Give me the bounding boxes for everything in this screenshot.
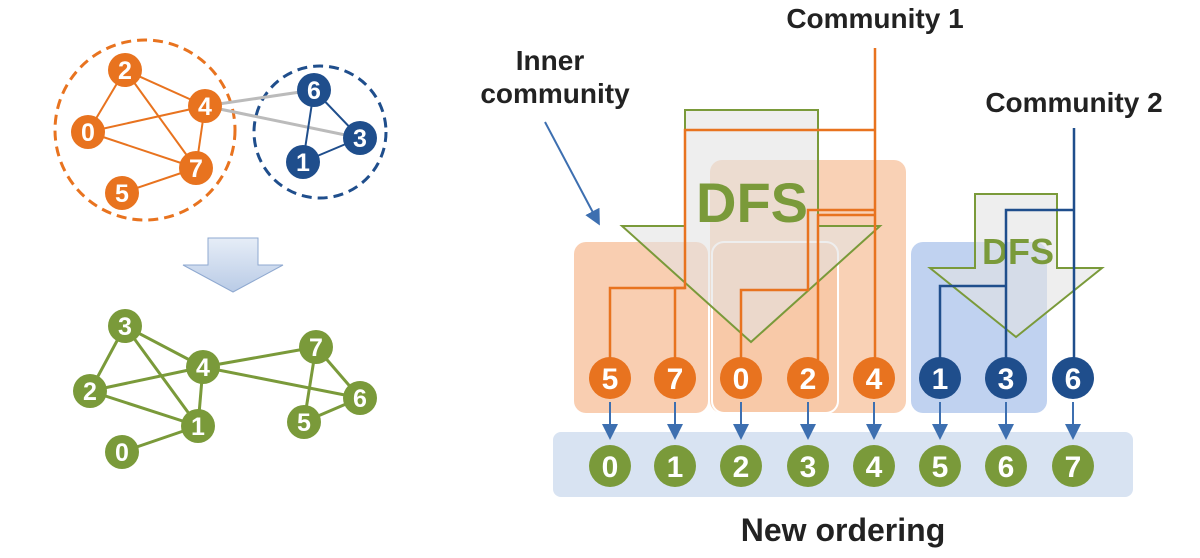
svg-text:1: 1 bbox=[296, 149, 310, 177]
new-node-1: 1 bbox=[654, 445, 696, 487]
edge-0-4 bbox=[87, 105, 206, 133]
new-node-6: 6 bbox=[985, 445, 1027, 487]
original-graph: 2 4 0 7 5 6 3 1 bbox=[53, 38, 388, 222]
node-g-6: 6 bbox=[343, 381, 377, 415]
old-node-5: 5 bbox=[589, 357, 631, 399]
old-node-4: 4 bbox=[853, 357, 895, 399]
community-1-tree bbox=[608, 48, 877, 360]
old-node-1: 1 bbox=[919, 357, 961, 399]
edge-0-7 bbox=[87, 131, 197, 169]
svg-text:4: 4 bbox=[198, 93, 212, 121]
dfs-label-large: DFS bbox=[696, 171, 808, 234]
new-ordering-bar bbox=[553, 432, 1133, 497]
community-2-boundary bbox=[252, 64, 388, 200]
new-node-5: 5 bbox=[919, 445, 961, 487]
svg-text:2: 2 bbox=[733, 451, 750, 484]
svg-text:6: 6 bbox=[998, 451, 1015, 484]
svg-text:2: 2 bbox=[83, 378, 97, 406]
svg-text:1: 1 bbox=[667, 451, 684, 484]
node-g-2: 2 bbox=[73, 374, 107, 408]
inner-community-pointer bbox=[544, 121, 600, 226]
node-g-5: 5 bbox=[287, 405, 321, 439]
dfs-label-small: DFS bbox=[982, 231, 1054, 272]
svg-text:6: 6 bbox=[353, 385, 367, 413]
svg-text:7: 7 bbox=[667, 363, 684, 396]
svg-text:2: 2 bbox=[800, 363, 817, 396]
node-7: 7 bbox=[179, 151, 213, 185]
community-2-tree bbox=[938, 128, 1076, 360]
mapping-arrows bbox=[602, 402, 1081, 440]
svg-text:0: 0 bbox=[602, 451, 619, 484]
community-2-label: Community 2 bbox=[985, 87, 1162, 118]
svg-text:4: 4 bbox=[196, 354, 210, 382]
svg-text:2: 2 bbox=[118, 57, 132, 85]
community-1-boundary bbox=[53, 38, 237, 222]
svg-text:7: 7 bbox=[1065, 451, 1082, 484]
svg-text:0: 0 bbox=[115, 439, 129, 467]
svg-text:3: 3 bbox=[118, 313, 132, 341]
reordered-graph: 3 4 7 2 6 1 5 0 bbox=[73, 309, 377, 469]
svg-text:4: 4 bbox=[866, 363, 883, 396]
node-3: 3 bbox=[343, 121, 377, 155]
node-g-7: 7 bbox=[299, 330, 333, 364]
old-node-3: 3 bbox=[985, 357, 1027, 399]
svg-text:3: 3 bbox=[800, 451, 817, 484]
svg-text:3: 3 bbox=[998, 363, 1015, 396]
down-arrow-icon bbox=[182, 237, 284, 293]
node-4: 4 bbox=[188, 89, 222, 123]
svg-text:3: 3 bbox=[353, 125, 367, 153]
svg-text:6: 6 bbox=[307, 77, 321, 105]
node-g-1: 1 bbox=[181, 409, 215, 443]
edge-g-4-6 bbox=[202, 365, 361, 400]
edge-4-3 bbox=[204, 104, 361, 140]
new-node-2: 2 bbox=[720, 445, 762, 487]
node-5: 5 bbox=[105, 176, 139, 210]
dfs-arrow-small bbox=[927, 193, 1105, 339]
svg-text:7: 7 bbox=[309, 334, 323, 362]
new-node-3: 3 bbox=[787, 445, 829, 487]
community-1-label: Community 1 bbox=[786, 3, 963, 34]
node-0: 0 bbox=[71, 115, 105, 149]
svg-text:5: 5 bbox=[932, 451, 949, 484]
old-node-7: 7 bbox=[654, 357, 696, 399]
node-g-4: 4 bbox=[186, 350, 220, 384]
edge-g-2-4 bbox=[89, 365, 204, 393]
svg-text:0: 0 bbox=[733, 363, 750, 396]
svg-text:4: 4 bbox=[866, 451, 883, 484]
svg-text:1: 1 bbox=[191, 413, 205, 441]
node-1: 1 bbox=[286, 145, 320, 179]
svg-text:5: 5 bbox=[115, 180, 129, 208]
inner-community-label-line1: Inner bbox=[516, 45, 585, 76]
edge-g-2-1 bbox=[89, 389, 199, 428]
node-g-3: 3 bbox=[108, 309, 142, 343]
svg-text:5: 5 bbox=[297, 409, 311, 437]
new-ordering-label: New ordering bbox=[741, 512, 945, 548]
old-node-0: 0 bbox=[720, 357, 762, 399]
svg-text:0: 0 bbox=[81, 119, 95, 147]
old-node-2: 2 bbox=[787, 357, 829, 399]
edge-2-7 bbox=[124, 69, 197, 169]
svg-text:5: 5 bbox=[602, 363, 619, 396]
new-node-4: 4 bbox=[853, 445, 895, 487]
svg-text:7: 7 bbox=[189, 155, 203, 183]
edge-g-4-7 bbox=[202, 345, 317, 369]
new-node-7: 7 bbox=[1052, 445, 1094, 487]
svg-text:6: 6 bbox=[1065, 363, 1082, 396]
node-g-0: 0 bbox=[105, 435, 139, 469]
node-2: 2 bbox=[108, 53, 142, 87]
node-6: 6 bbox=[297, 73, 331, 107]
svg-text:1: 1 bbox=[932, 363, 949, 396]
inner-community-label-line2: community bbox=[480, 78, 630, 109]
old-node-6: 6 bbox=[1052, 357, 1094, 399]
edge-4-6 bbox=[204, 88, 315, 108]
new-node-0: 0 bbox=[589, 445, 631, 487]
